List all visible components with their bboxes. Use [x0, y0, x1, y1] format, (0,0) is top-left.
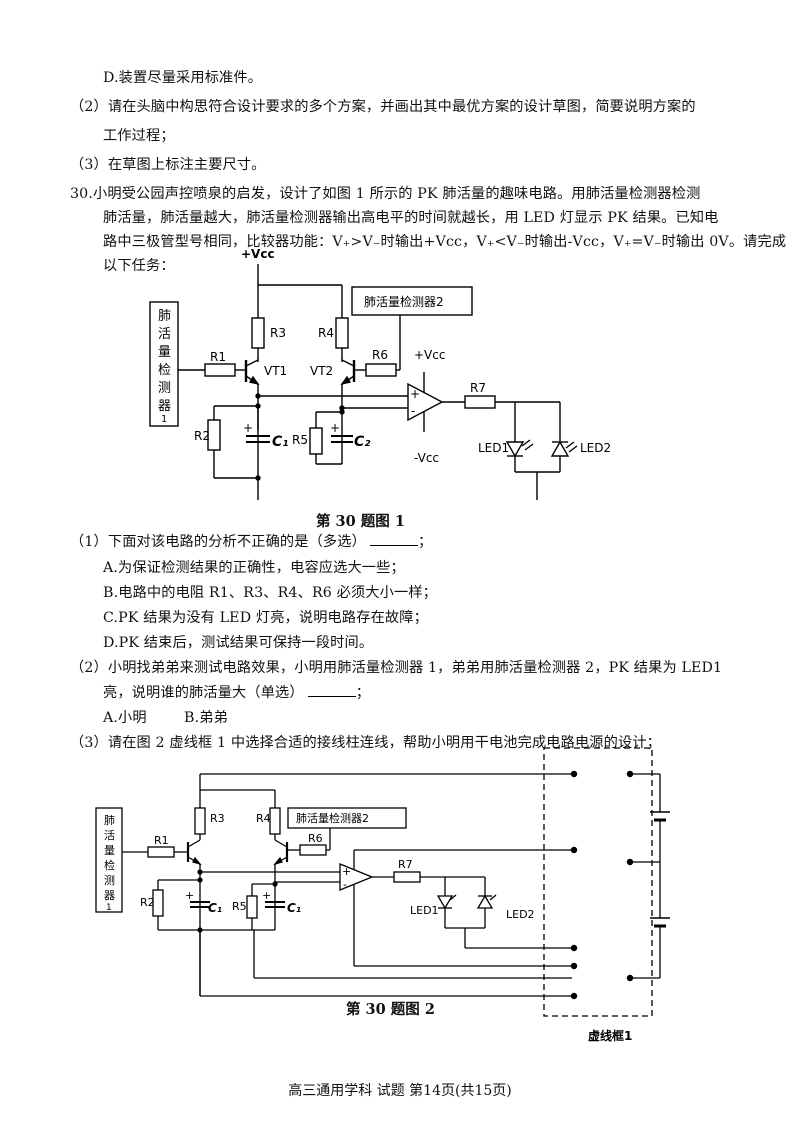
question-2-line1: （2）请在头脑中构思符合设计要求的多个方案，并画出其中最优方案的设计草图，简要说… [70, 99, 696, 115]
comp-minus: - [411, 404, 415, 418]
c2-plus: + [330, 421, 340, 435]
figure-2-caption: 第 30 题图 2 [346, 1001, 435, 1018]
comp-vcc-pos: +Vcc [414, 348, 445, 362]
vcc-top-label: +Vcc [241, 247, 275, 261]
comp-plus: + [410, 387, 420, 401]
fig2-comp-plus: + [342, 865, 351, 878]
r2-label: R2 [194, 429, 210, 443]
r3-label: R3 [270, 326, 286, 340]
fig2-comparator-symbol [339, 863, 374, 891]
fig2-c1b-label: C₁ [287, 901, 301, 915]
sub2-line2: 亮，说明谁的肺活量大（单选）； [103, 685, 371, 701]
fig2-r1-label: R1 [154, 834, 169, 847]
sub1-option-a: A.为保证检测结果的正确性，电容应选大一些； [103, 560, 405, 576]
fig2-r3-label: R3 [210, 812, 225, 825]
dashed-box-label: 虚线框1 [588, 1028, 632, 1043]
sub2-line1: （2）小明找弟弟来测试电路效果，小明用肺活量检测器 1，弟弟用肺活量检测器 2，… [70, 660, 723, 676]
svg-text:+: + [185, 889, 194, 902]
sub2-options: A.小明 B.弟弟 [103, 710, 228, 726]
fig2-r5-resistor [246, 895, 258, 919]
page-footer: 高三通用学科 试题 第14页(共15页) [288, 1083, 512, 1099]
detector-2-box [351, 286, 473, 316]
fig2-r3-resistor [194, 807, 206, 835]
svg-text:+: + [262, 889, 271, 902]
fig2-r1-resistor [147, 846, 175, 858]
question-2-line2: 工作过程； [103, 128, 175, 144]
question-3: （3）在草图上标注主要尺寸。 [70, 157, 266, 173]
sub1-option-c: C.PK 结果为没有 LED 灯亮，说明电路存在故障； [103, 610, 428, 626]
r4-label: R4 [318, 326, 334, 340]
c1-plus: + [243, 421, 253, 435]
fig2-r4-resistor [269, 807, 281, 835]
led1-label: LED1 [478, 441, 509, 455]
option-d: D.装置尽量采用标准件。 [103, 70, 263, 86]
fig2-detector-2-box [287, 807, 407, 829]
fig2-led1-symbol [436, 895, 454, 910]
fig2-comp-minus: - [343, 878, 347, 891]
led2-label: LED2 [580, 441, 611, 455]
r5-label: R5 [292, 433, 308, 447]
q30-line3: 路中三极管型号相同，比较器功能：V₊>V₋时输出+Vcc，V₊<V₋时输出-Vc… [103, 234, 787, 250]
fig2-r2-label: R2 [140, 896, 155, 909]
fig2-r6-resistor [299, 844, 327, 856]
fig2-r7-label: R7 [398, 858, 413, 871]
r1-label: R1 [210, 350, 226, 364]
r6-label: R6 [372, 348, 388, 362]
fig2-detector-2-label: 肺活量检测器2 [296, 811, 369, 825]
r7-label: R7 [470, 381, 486, 395]
q30-line4: 以下任务： [103, 258, 175, 274]
sub1-option-b: B.电路中的电阻 R1、R3、R4、R6 必须大小一样； [103, 585, 437, 601]
q30-line1: 30.小明受公园声控喷泉的启发，设计了如图 1 所示的 PK 肺活量的趣味电路。… [70, 186, 701, 202]
fig2-led2-symbol [476, 894, 494, 909]
q30-line2: 肺活量，肺活量越大，肺活量检测器输出高电平的时间就越长，用 LED 灯显示 PK… [103, 210, 719, 226]
fig2-r4-label: R4 [256, 812, 271, 825]
fig2-c1a-label: C₁ [208, 901, 222, 915]
vt2-label: VT2 [310, 364, 333, 378]
detector-2-label: 肺活量检测器2 [364, 294, 444, 309]
sub1-question: （1）下面对该电路的分析不正确的是（多选）； [70, 534, 433, 550]
fig2-r7-resistor [393, 871, 421, 883]
vt1-label: VT1 [264, 364, 287, 378]
c1-label: C₁ [272, 434, 288, 450]
fig2-r6-label: R6 [308, 832, 323, 845]
fig2-led1-label: LED1 [410, 904, 439, 917]
sub3-question: （3）请在图 2 虚线框 1 中选择合适的接线柱连线，帮助小明用干电池完成电路电… [70, 735, 661, 751]
detector-1-box [149, 301, 179, 427]
fig2-detector-1-box [95, 807, 123, 913]
fig2-led2-label: LED2 [506, 908, 535, 921]
led1-symbol [505, 441, 525, 458]
comparator-symbol [407, 382, 444, 422]
c2-label: C₂ [354, 434, 371, 450]
fig2-r5-label: R5 [232, 900, 247, 913]
comp-vcc-neg: -Vcc [414, 451, 439, 465]
dashed-box-1 [543, 747, 653, 1017]
sub1-option-d: D.PK 结束后，测试结果可保持一段时间。 [103, 635, 374, 651]
figure-1-caption: 第 30 题图 1 [316, 513, 405, 530]
